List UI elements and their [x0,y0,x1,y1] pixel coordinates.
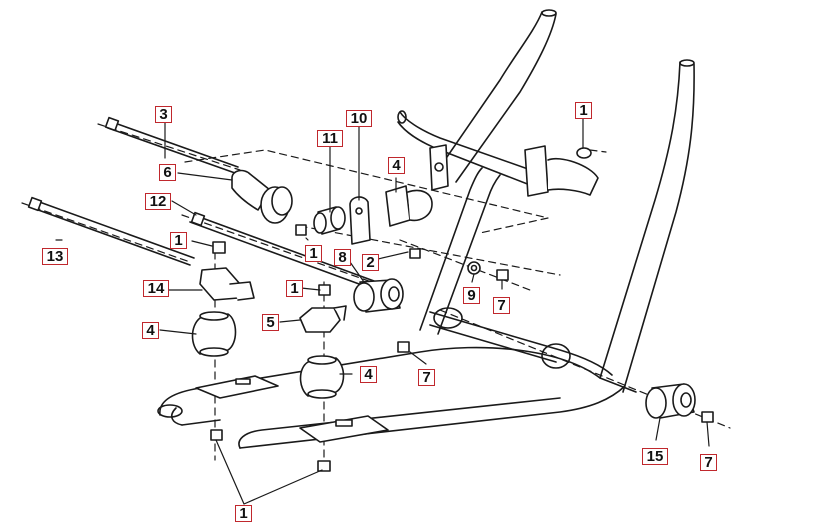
callout-3: 3 [155,106,172,123]
callout-9: 9 [463,287,480,304]
callout-1-top-right: 1 [575,102,592,119]
bracket-5 [299,305,347,333]
callout-4-center: 4 [360,366,377,383]
threaded-rods [27,116,375,289]
callout-7-middle: 7 [418,369,435,386]
callout-11: 11 [317,130,343,147]
callout-1-mid: 1 [286,280,303,297]
callout-1-bottom: 1 [235,505,252,522]
bushing-15 [645,383,696,419]
frame-tube [157,9,695,449]
callout-8: 8 [334,249,351,266]
spacer-11 [313,206,346,235]
callout-7-right: 7 [700,454,717,471]
bracket-6 [231,169,293,224]
callout-5: 5 [262,314,279,331]
leader-lines [55,117,710,505]
callout-6: 6 [159,164,176,181]
bushing-8 [353,278,404,313]
nuts [210,224,714,472]
bracket-14 [199,267,255,301]
callout-1-center: 1 [305,245,322,262]
callout-12: 12 [145,193,171,210]
callout-13: 13 [42,248,68,265]
rubber-mounts [191,311,345,399]
callout-14: 14 [143,280,169,297]
callout-7-upper: 7 [493,297,510,314]
callout-10: 10 [346,110,372,127]
callout-1-left: 1 [170,232,187,249]
callout-4-top: 4 [388,157,405,174]
lower-brackets [195,375,389,443]
bracket-4-top [385,185,433,227]
top-bracket [429,144,599,197]
plate-10 [349,196,371,245]
callout-15: 15 [642,448,668,465]
callout-4-left: 4 [142,322,159,339]
callout-2: 2 [362,254,379,271]
